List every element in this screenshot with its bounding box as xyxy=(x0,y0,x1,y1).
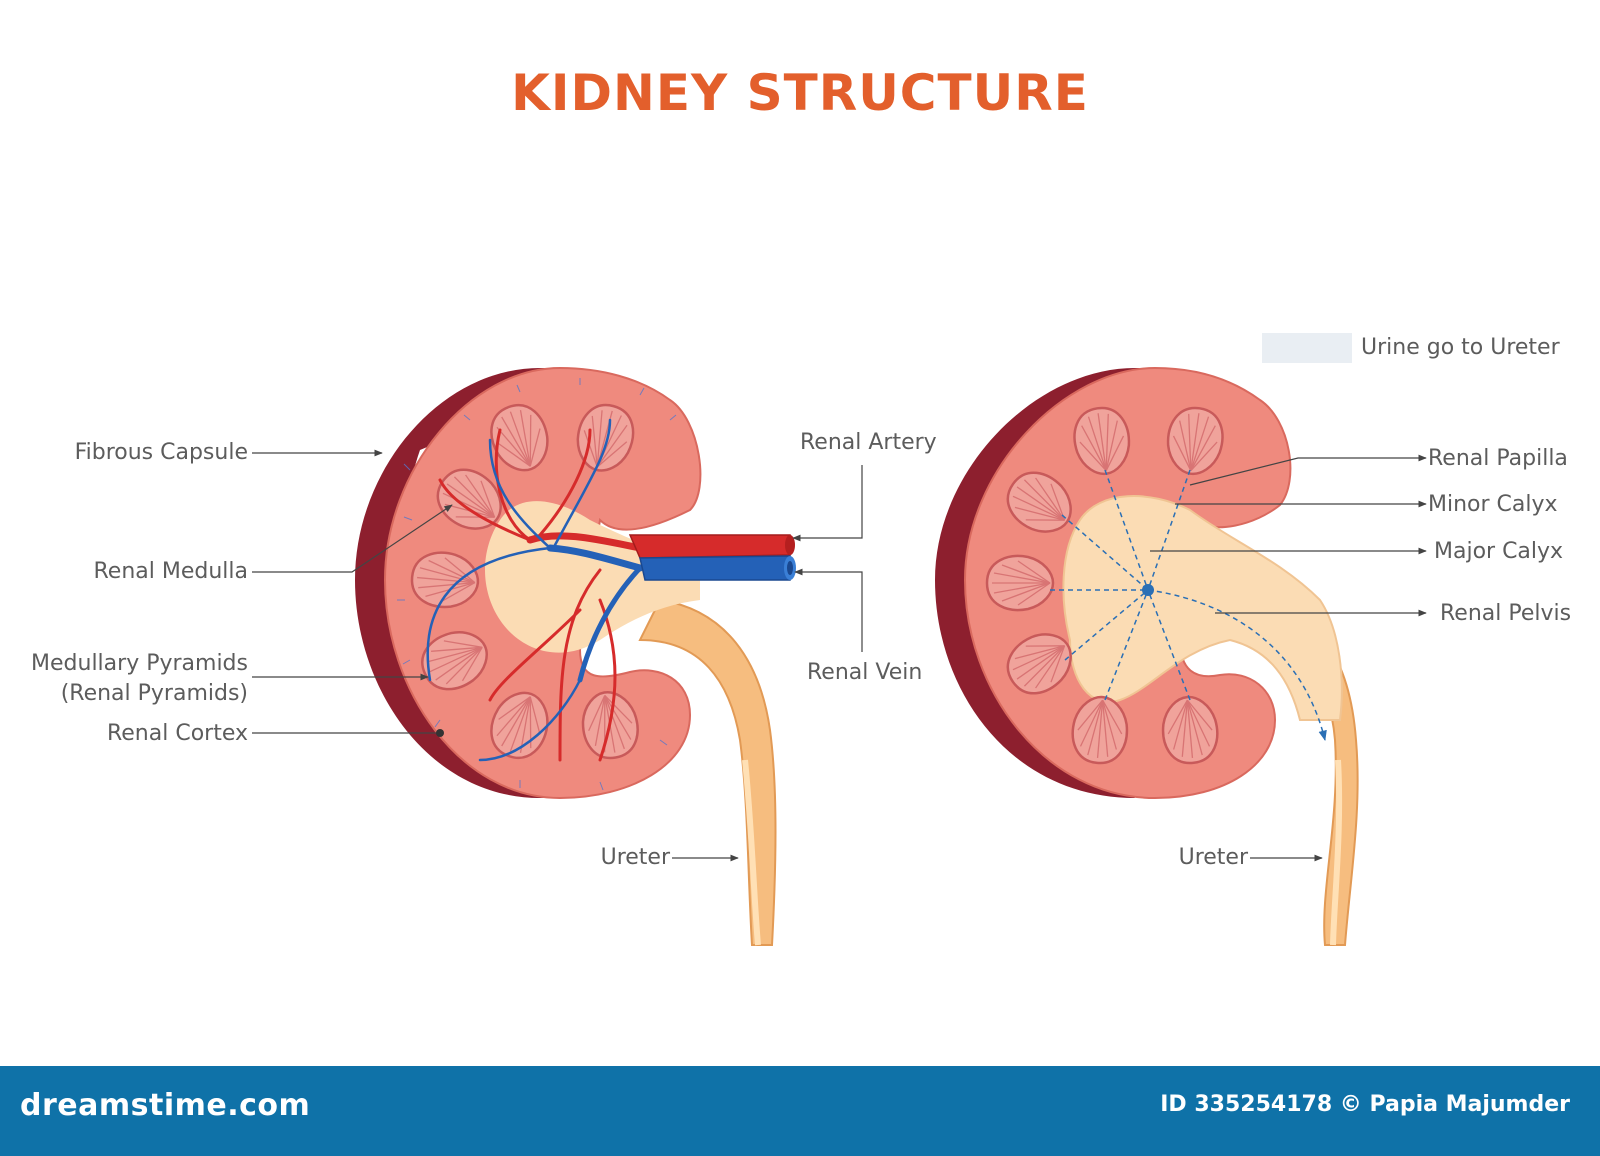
label-minor-calyx: Minor Calyx xyxy=(1428,492,1558,517)
label-renal-pyramids: (Renal Pyramids) xyxy=(60,681,248,706)
renal-artery xyxy=(628,534,791,559)
footer-site[interactable]: dreamstime.com xyxy=(20,1088,311,1123)
label-renal-artery: Renal Artery xyxy=(800,430,937,455)
leader-lines xyxy=(252,449,1427,862)
label-renal-cortex: Renal Cortex xyxy=(106,721,248,746)
label-major-calyx: Major Calyx xyxy=(1434,539,1564,564)
footer-credit: ID 335254178 © Papia Majumder xyxy=(1160,1092,1570,1117)
label-ureter-left: Ureter xyxy=(600,845,670,870)
label-renal-papilla: Renal Papilla xyxy=(1428,446,1568,471)
kidney-diagram xyxy=(252,343,1427,946)
urine-flow xyxy=(1050,469,1327,742)
left-ureter xyxy=(638,598,777,946)
page-title: KIDNEY STRUCTURE xyxy=(511,64,1089,122)
label-medullary-pyramids: Medullary Pyramids xyxy=(31,651,248,676)
renal-vein-branches xyxy=(426,418,644,762)
label-ureter-right: Ureter xyxy=(1178,845,1248,870)
label-legend: Urine go to Ureter xyxy=(1361,335,1560,360)
label-renal-pelvis: Renal Pelvis xyxy=(1440,601,1572,626)
label-renal-medulla: Renal Medulla xyxy=(93,559,249,584)
right-kidney xyxy=(935,366,1359,946)
pyramid-r4 xyxy=(985,554,1055,612)
label-fibrous-capsule: Fibrous Capsule xyxy=(74,440,248,465)
footer-bar: dreamstime.com ID 335254178 © Papia Maju… xyxy=(0,1066,1600,1156)
label-renal-vein: Renal Vein xyxy=(807,660,923,685)
legend-swatch xyxy=(1262,333,1352,363)
renal-vein xyxy=(639,555,791,581)
left-kidney xyxy=(355,366,796,946)
